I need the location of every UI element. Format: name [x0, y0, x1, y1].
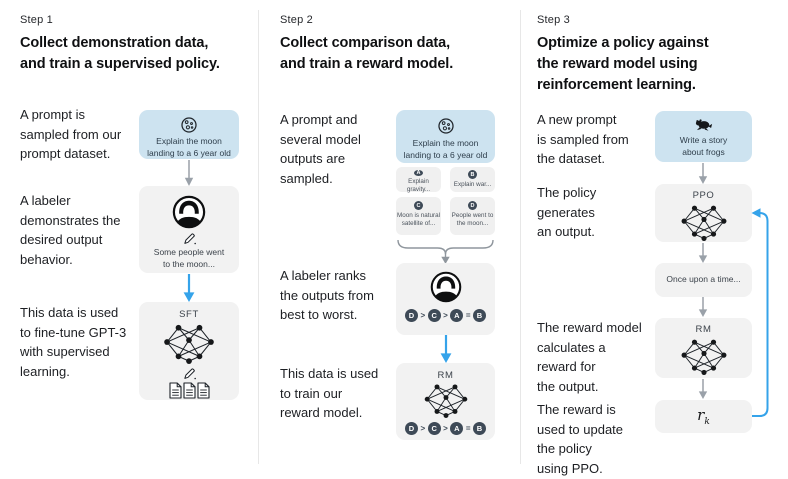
model-output-card: D People went to the moon... — [450, 197, 495, 235]
down-arrow-icon — [698, 243, 708, 263]
blue-down-arrow-icon — [183, 274, 195, 302]
caption: The policy generates an output. — [537, 185, 597, 239]
output-text: Explain gravity... — [406, 178, 431, 193]
moon-icon — [437, 118, 454, 134]
neural-network-icon — [681, 339, 726, 375]
model-output-card: A Explain gravity... — [396, 167, 441, 193]
output-text: Moon is natural satellite of... — [396, 212, 441, 227]
rank-badge: B — [473, 422, 486, 435]
column-divider — [258, 10, 259, 464]
rank-badge: A — [450, 422, 464, 435]
caption: This data is used to train our reward mo… — [280, 366, 379, 420]
frog-icon — [695, 119, 713, 131]
step1-title: Collect demonstration data, and train a … — [20, 35, 220, 72]
model-output-card: B Explain war... — [450, 167, 495, 192]
reward-box: rk — [655, 400, 752, 433]
model-label: RM — [437, 370, 454, 381]
rank-relation: = — [465, 311, 471, 320]
ppo-policy-box: PPO — [655, 184, 752, 242]
ranking-row: D > C > A = B — [404, 422, 486, 435]
caption: This data is used to fine-tune GPT-3 wit… — [20, 305, 127, 379]
down-arrow-icon — [698, 297, 708, 317]
caption: A prompt and several model outputs are s… — [280, 112, 361, 186]
neural-network-icon — [681, 205, 726, 241]
prompt-box: Explain the moon landing to a 6 year old — [139, 110, 239, 159]
blue-down-arrow-icon — [440, 335, 452, 363]
prompt-text: Write a story about frogs — [679, 135, 728, 157]
neural-network-icon — [424, 384, 467, 418]
caption: A labeler demonstrates the desired outpu… — [20, 193, 121, 267]
rank-relation: > — [420, 424, 426, 433]
feedback-loop-arrow-icon — [751, 208, 769, 417]
output-badge: A — [414, 170, 423, 176]
rank-badge: C — [427, 309, 441, 322]
step3-title: Optimize a policy against the reward mod… — [537, 35, 709, 93]
rank-relation: > — [420, 311, 426, 320]
sft-model-box: SFT — [139, 302, 239, 400]
prompt-box: Explain the moon landing to a 6 year old — [396, 110, 495, 163]
neural-network-icon — [164, 324, 214, 364]
prompt-text: Explain the moon landing to a 6 year old — [403, 138, 488, 160]
rank-relation: > — [443, 311, 448, 320]
model-label: RM — [695, 324, 712, 335]
rank-badge: C — [427, 422, 441, 435]
output-text: Explain war... — [453, 181, 492, 188]
labeler-icon — [430, 271, 461, 303]
labeler-box: D > C > A = B — [396, 263, 495, 335]
caption: A labeler ranks the outputs from best to… — [280, 268, 374, 322]
prompt-text: Explain the moon landing to a 6 year old — [147, 136, 231, 158]
caption: A new prompt is sampled from the dataset… — [537, 112, 629, 166]
model-output-card: C Moon is natural satellite of... — [396, 197, 441, 235]
brace-arrow-icon — [397, 239, 494, 264]
step2-title: Collect comparison data, and train a rew… — [280, 35, 454, 72]
column-divider — [520, 10, 521, 464]
ranking-row: D > C > A = B — [404, 309, 486, 322]
rank-relation: > — [443, 424, 448, 433]
pencil-icon — [183, 233, 196, 245]
down-arrow-icon — [698, 163, 708, 184]
output-text: People went to the moon... — [451, 212, 494, 227]
labeler-box: Some people went to the moon... — [139, 186, 239, 273]
down-arrow-icon — [184, 160, 194, 186]
rank-badge: B — [473, 309, 486, 322]
prompt-box: Write a story about frogs — [655, 111, 752, 162]
model-label: SFT — [179, 309, 199, 320]
rank-badge: A — [450, 309, 464, 322]
documents-icon — [168, 382, 210, 399]
caption: A prompt is sampled from our prompt data… — [20, 107, 122, 161]
output-badge: D — [468, 201, 477, 210]
rm-model-box: RM D > C > A = B — [396, 363, 495, 440]
policy-output-box: Once upon a time... — [655, 263, 752, 297]
rank-relation: = — [465, 424, 471, 433]
reward-value: rk — [697, 406, 710, 427]
step1-label: Step 1 — [20, 14, 54, 26]
demonstration-text: Some people went to the moon... — [153, 247, 225, 269]
policy-output-text: Once upon a time... — [666, 274, 741, 285]
output-badge: C — [414, 201, 423, 210]
moon-icon — [181, 117, 197, 133]
labeler-icon — [172, 195, 206, 229]
step2-label: Step 2 — [280, 14, 314, 26]
model-label: PPO — [692, 190, 715, 201]
caption: The reward model calculates a reward for… — [537, 320, 642, 394]
step3-label: Step 3 — [537, 14, 571, 26]
rank-badge: D — [404, 422, 418, 435]
down-arrow-icon — [698, 379, 708, 399]
rank-badge: D — [404, 309, 418, 322]
output-badge: B — [468, 170, 477, 179]
pencil-icon — [183, 368, 196, 380]
caption: The reward is used to update the policy … — [537, 402, 624, 476]
rm-model-box: RM — [655, 318, 752, 378]
